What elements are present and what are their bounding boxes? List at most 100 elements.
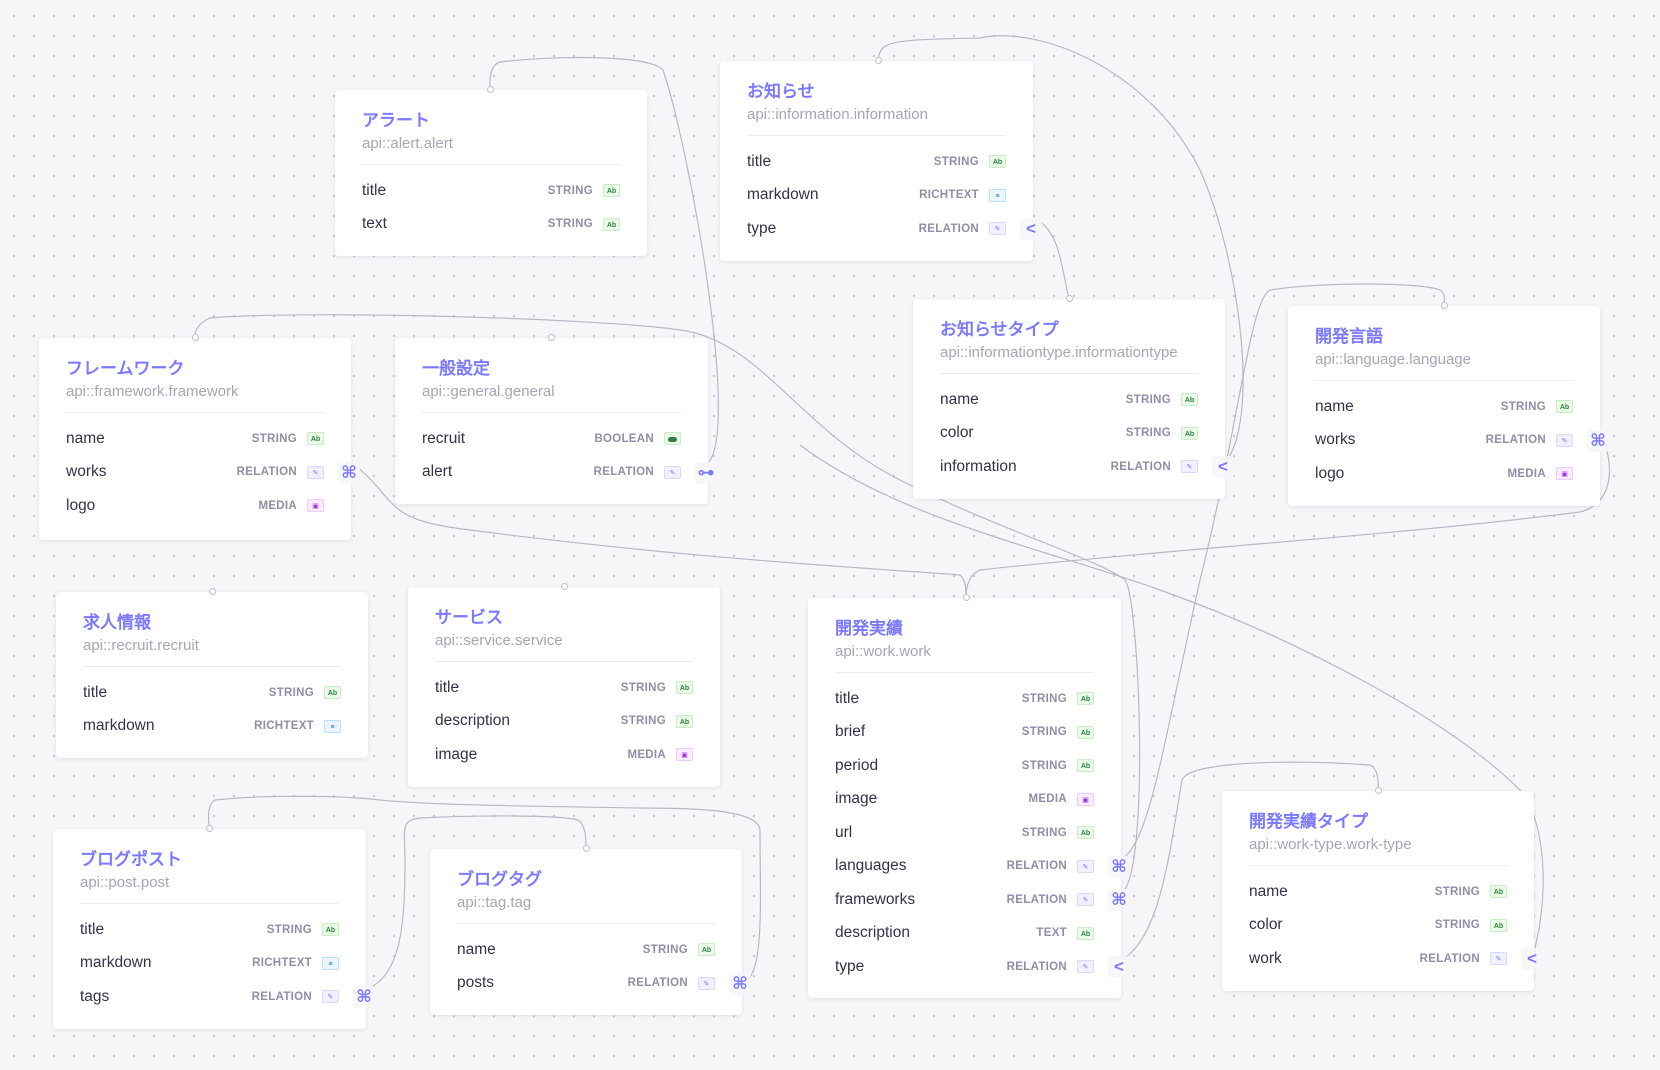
many-to-many-icon[interactable]: ⌘ <box>338 461 360 484</box>
card-top-anchor[interactable] <box>1441 302 1448 309</box>
card-top-anchor[interactable] <box>561 583 568 590</box>
card-top-anchor[interactable] <box>548 334 555 341</box>
many-to-one-icon[interactable]: < <box>1212 456 1234 478</box>
field-name: logo <box>1315 464 1345 482</box>
edge-information-type <box>1039 221 1070 300</box>
field-type: STRING <box>933 155 979 168</box>
field-type: RELATION <box>236 466 297 479</box>
field-type: MEDIA <box>258 499 297 512</box>
card-divider <box>422 412 681 413</box>
field-name: information <box>940 457 1017 475</box>
one-to-one-icon[interactable]: ⊶ <box>695 461 717 484</box>
field-name: works <box>1315 431 1356 449</box>
field-name: description <box>435 712 510 730</box>
card-title: 開発実績 <box>835 619 903 638</box>
text-icon: Ab <box>324 686 341 700</box>
field-name: title <box>362 181 387 199</box>
card-title: アラート <box>362 111 430 130</box>
text-icon: Ab <box>698 943 715 957</box>
many-to-many-icon[interactable]: ⌘ <box>1108 889 1130 911</box>
many-to-one-icon[interactable]: < <box>1521 948 1543 970</box>
field-type: STRING <box>547 184 593 197</box>
card-top-anchor[interactable] <box>1375 787 1382 794</box>
card-top-anchor[interactable] <box>209 588 216 595</box>
field-type: RICHTEXT <box>252 957 312 970</box>
field-name: title <box>835 689 860 707</box>
card-divider <box>362 164 620 165</box>
card-title: ブログタグ <box>457 870 542 889</box>
card-title: ブログポスト <box>80 850 182 869</box>
card-top-anchor[interactable] <box>192 334 199 341</box>
field-name: image <box>435 745 478 763</box>
text-icon: Ab <box>1181 393 1198 407</box>
field-name: description <box>835 924 910 942</box>
field-type: RELATION <box>251 990 312 1003</box>
relation-icon: ✎ <box>1556 433 1573 447</box>
field-type: RELATION <box>627 977 688 990</box>
media-icon: ▣ <box>1556 467 1573 481</box>
card-uid: api::language.language <box>1315 351 1471 368</box>
card-uid: api::general.general <box>422 383 555 400</box>
field-type: RELATION <box>593 466 654 479</box>
card-title: フレームワーク <box>66 359 185 378</box>
field-name: name <box>1315 397 1354 415</box>
card-top-anchor[interactable] <box>963 594 970 601</box>
many-to-many-icon[interactable]: ⌘ <box>729 972 751 995</box>
many-to-many-icon[interactable]: ⌘ <box>1587 429 1609 452</box>
toggle-icon <box>664 432 681 446</box>
card-divider <box>457 923 715 924</box>
many-to-one-icon[interactable]: < <box>1108 956 1130 978</box>
card-title: サービス <box>435 608 503 627</box>
text-icon: Ab <box>676 681 693 695</box>
card-top-anchor[interactable] <box>875 57 882 64</box>
many-to-many-icon[interactable]: ⌘ <box>1108 855 1130 878</box>
field-name: color <box>940 424 974 442</box>
relation-icon: ✎ <box>1077 893 1094 907</box>
field-type: STRING <box>1434 919 1480 932</box>
field-name: title <box>435 678 460 696</box>
card-top-anchor[interactable] <box>1066 295 1073 302</box>
text-icon: Ab <box>1077 725 1094 739</box>
many-to-many-icon[interactable]: ⌘ <box>353 986 375 1008</box>
relation-icon: ✎ <box>1077 859 1094 873</box>
card-uid: api::tag.tag <box>457 894 532 911</box>
field-name: logo <box>66 496 96 514</box>
field-type: STRING <box>268 686 314 699</box>
card-top-anchor[interactable] <box>206 825 213 832</box>
field-name: color <box>1249 916 1283 934</box>
field-name: type <box>835 957 865 975</box>
text-icon: Ab <box>1490 885 1507 899</box>
card-top-anchor[interactable] <box>583 845 590 852</box>
many-to-one-icon[interactable]: < <box>1020 218 1042 240</box>
field-name: markdown <box>747 186 819 204</box>
card-divider <box>66 412 324 413</box>
field-type: RICHTEXT <box>919 189 979 202</box>
field-type: STRING <box>251 432 297 445</box>
card-top-anchor[interactable] <box>487 86 494 93</box>
